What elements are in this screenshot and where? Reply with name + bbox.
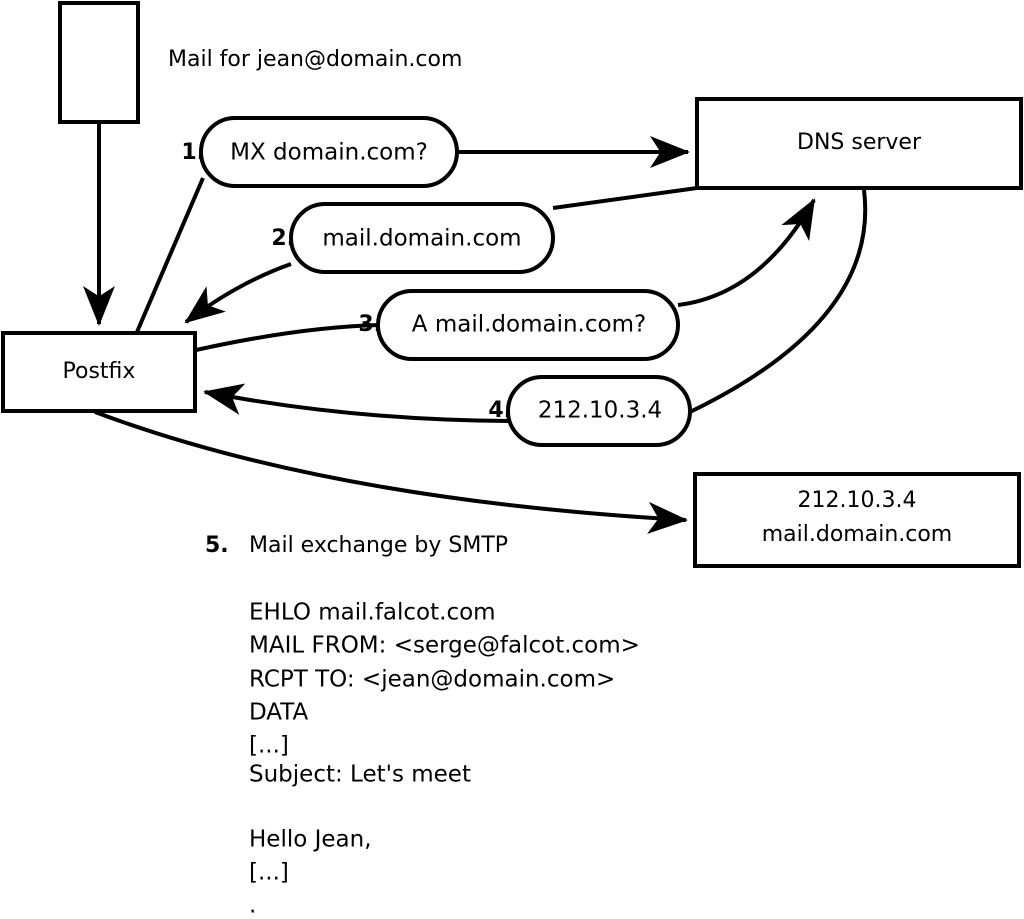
node-target-server: 212.10.3.4 mail.domain.com	[693, 472, 1021, 568]
step-5-label: Mail exchange by SMTP	[249, 533, 508, 558]
transcript-line-0: EHLO mail.falcot.com	[249, 600, 496, 626]
step-2-number: 2.	[271, 226, 295, 251]
edge-dns-to-step4	[689, 189, 868, 414]
target-server-ip: 212.10.3.4	[798, 488, 917, 513]
dns-server-label: DNS server	[797, 130, 922, 155]
step-4-label: 212.10.3.4	[538, 398, 662, 424]
node-dns-server: DNS server	[695, 97, 1023, 190]
edge-dns-to-step2	[552, 186, 698, 210]
step-1-label: MX domain.com?	[230, 140, 428, 166]
edge-postfix-to-step1	[135, 177, 205, 333]
transcript-line-1: MAIL FROM: <serge@falcot.com>	[249, 633, 640, 659]
transcript-line-4: [...]	[249, 733, 289, 759]
transcript-line-5: Subject: Let's meet	[249, 762, 471, 788]
page-title: Mail for jean@domain.com	[168, 47, 462, 72]
step-4-number: 4.	[488, 398, 512, 423]
transcript-line-7: Hello Jean,	[249, 827, 372, 853]
edge-step2-to-postfix	[184, 262, 292, 324]
node-postfix: Postfix	[1, 331, 197, 413]
sender-box	[58, 1, 140, 124]
transcript-line-3: DATA	[249, 700, 309, 726]
step-3-label: A mail.domain.com?	[412, 312, 646, 338]
target-server-hostname: mail.domain.com	[762, 522, 953, 547]
step-2-label: mail.domain.com	[322, 226, 521, 252]
step-3-bubble: A mail.domain.com?	[376, 289, 680, 361]
step-3-number: 3.	[358, 312, 382, 337]
transcript-line-9: .	[249, 893, 256, 919]
postfix-label: Postfix	[63, 359, 136, 384]
edge-postfix-to-target-server	[94, 410, 688, 534]
step-5-number: 5.	[205, 533, 229, 558]
transcript-line-2: RCPT TO: <jean@domain.com>	[249, 667, 615, 693]
step-1-number: 1.	[181, 140, 205, 165]
edge-postfix-to-step3	[195, 323, 381, 352]
step-2-bubble: mail.domain.com	[289, 202, 555, 274]
transcript-line-8: [...]	[249, 860, 289, 886]
step-4-bubble: 212.10.3.4	[506, 375, 692, 447]
step-1-bubble: MX domain.com?	[199, 116, 459, 188]
edge-step3-to-dns	[677, 198, 816, 307]
edge-step4-to-postfix	[203, 383, 509, 423]
